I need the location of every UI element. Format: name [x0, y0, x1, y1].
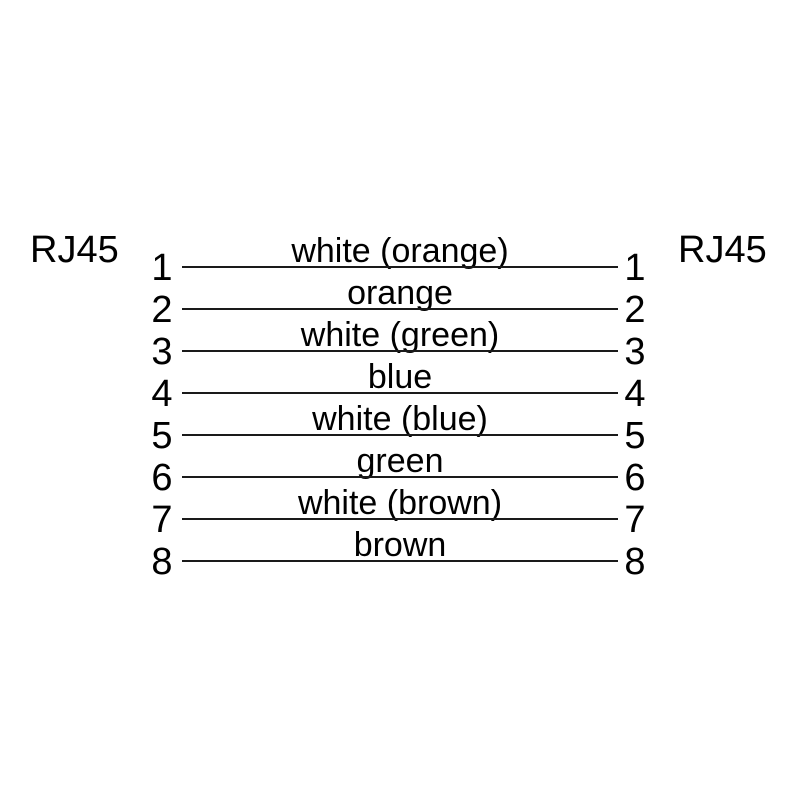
wire-color-label: white (orange): [291, 232, 509, 270]
wire-color-label: white (brown): [297, 484, 503, 522]
wire-color-label: green: [356, 442, 444, 480]
wire-line: [182, 392, 618, 394]
pin-number-left: 1: [151, 247, 173, 289]
pin-number-left: 4: [151, 373, 173, 415]
pin-number-left: 6: [151, 457, 173, 499]
wire-line: [182, 560, 618, 562]
right-connector-label: RJ45: [678, 229, 767, 271]
pin-number-right: 6: [624, 457, 646, 499]
wire-line: [182, 308, 618, 310]
pin-number-right: 7: [624, 499, 646, 541]
wire-line: [182, 518, 618, 520]
wire-color-label: brown: [353, 526, 447, 564]
pin-number-left: 2: [151, 289, 173, 331]
pin-number-left: 8: [151, 541, 173, 583]
wire-color-label: blue: [367, 358, 433, 396]
pin-number-right: 4: [624, 373, 646, 415]
pin-number-right: 3: [624, 331, 646, 373]
wire-line: [182, 476, 618, 478]
wire-color-label: orange: [347, 274, 453, 312]
wire-line: [182, 350, 618, 352]
pin-number-left: 7: [151, 499, 173, 541]
wire-color-label: white (blue): [312, 400, 488, 438]
pin-number-left: 5: [151, 415, 173, 457]
wire-line: [182, 434, 618, 436]
left-connector-label: RJ45: [30, 229, 119, 271]
wire-line: [182, 266, 618, 268]
pin-number-left: 3: [151, 331, 173, 373]
pin-number-right: 5: [624, 415, 646, 457]
pin-number-right: 2: [624, 289, 646, 331]
pin-number-right: 8: [624, 541, 646, 583]
pin-number-right: 1: [624, 247, 646, 289]
wire-color-label: white (green): [300, 316, 500, 354]
